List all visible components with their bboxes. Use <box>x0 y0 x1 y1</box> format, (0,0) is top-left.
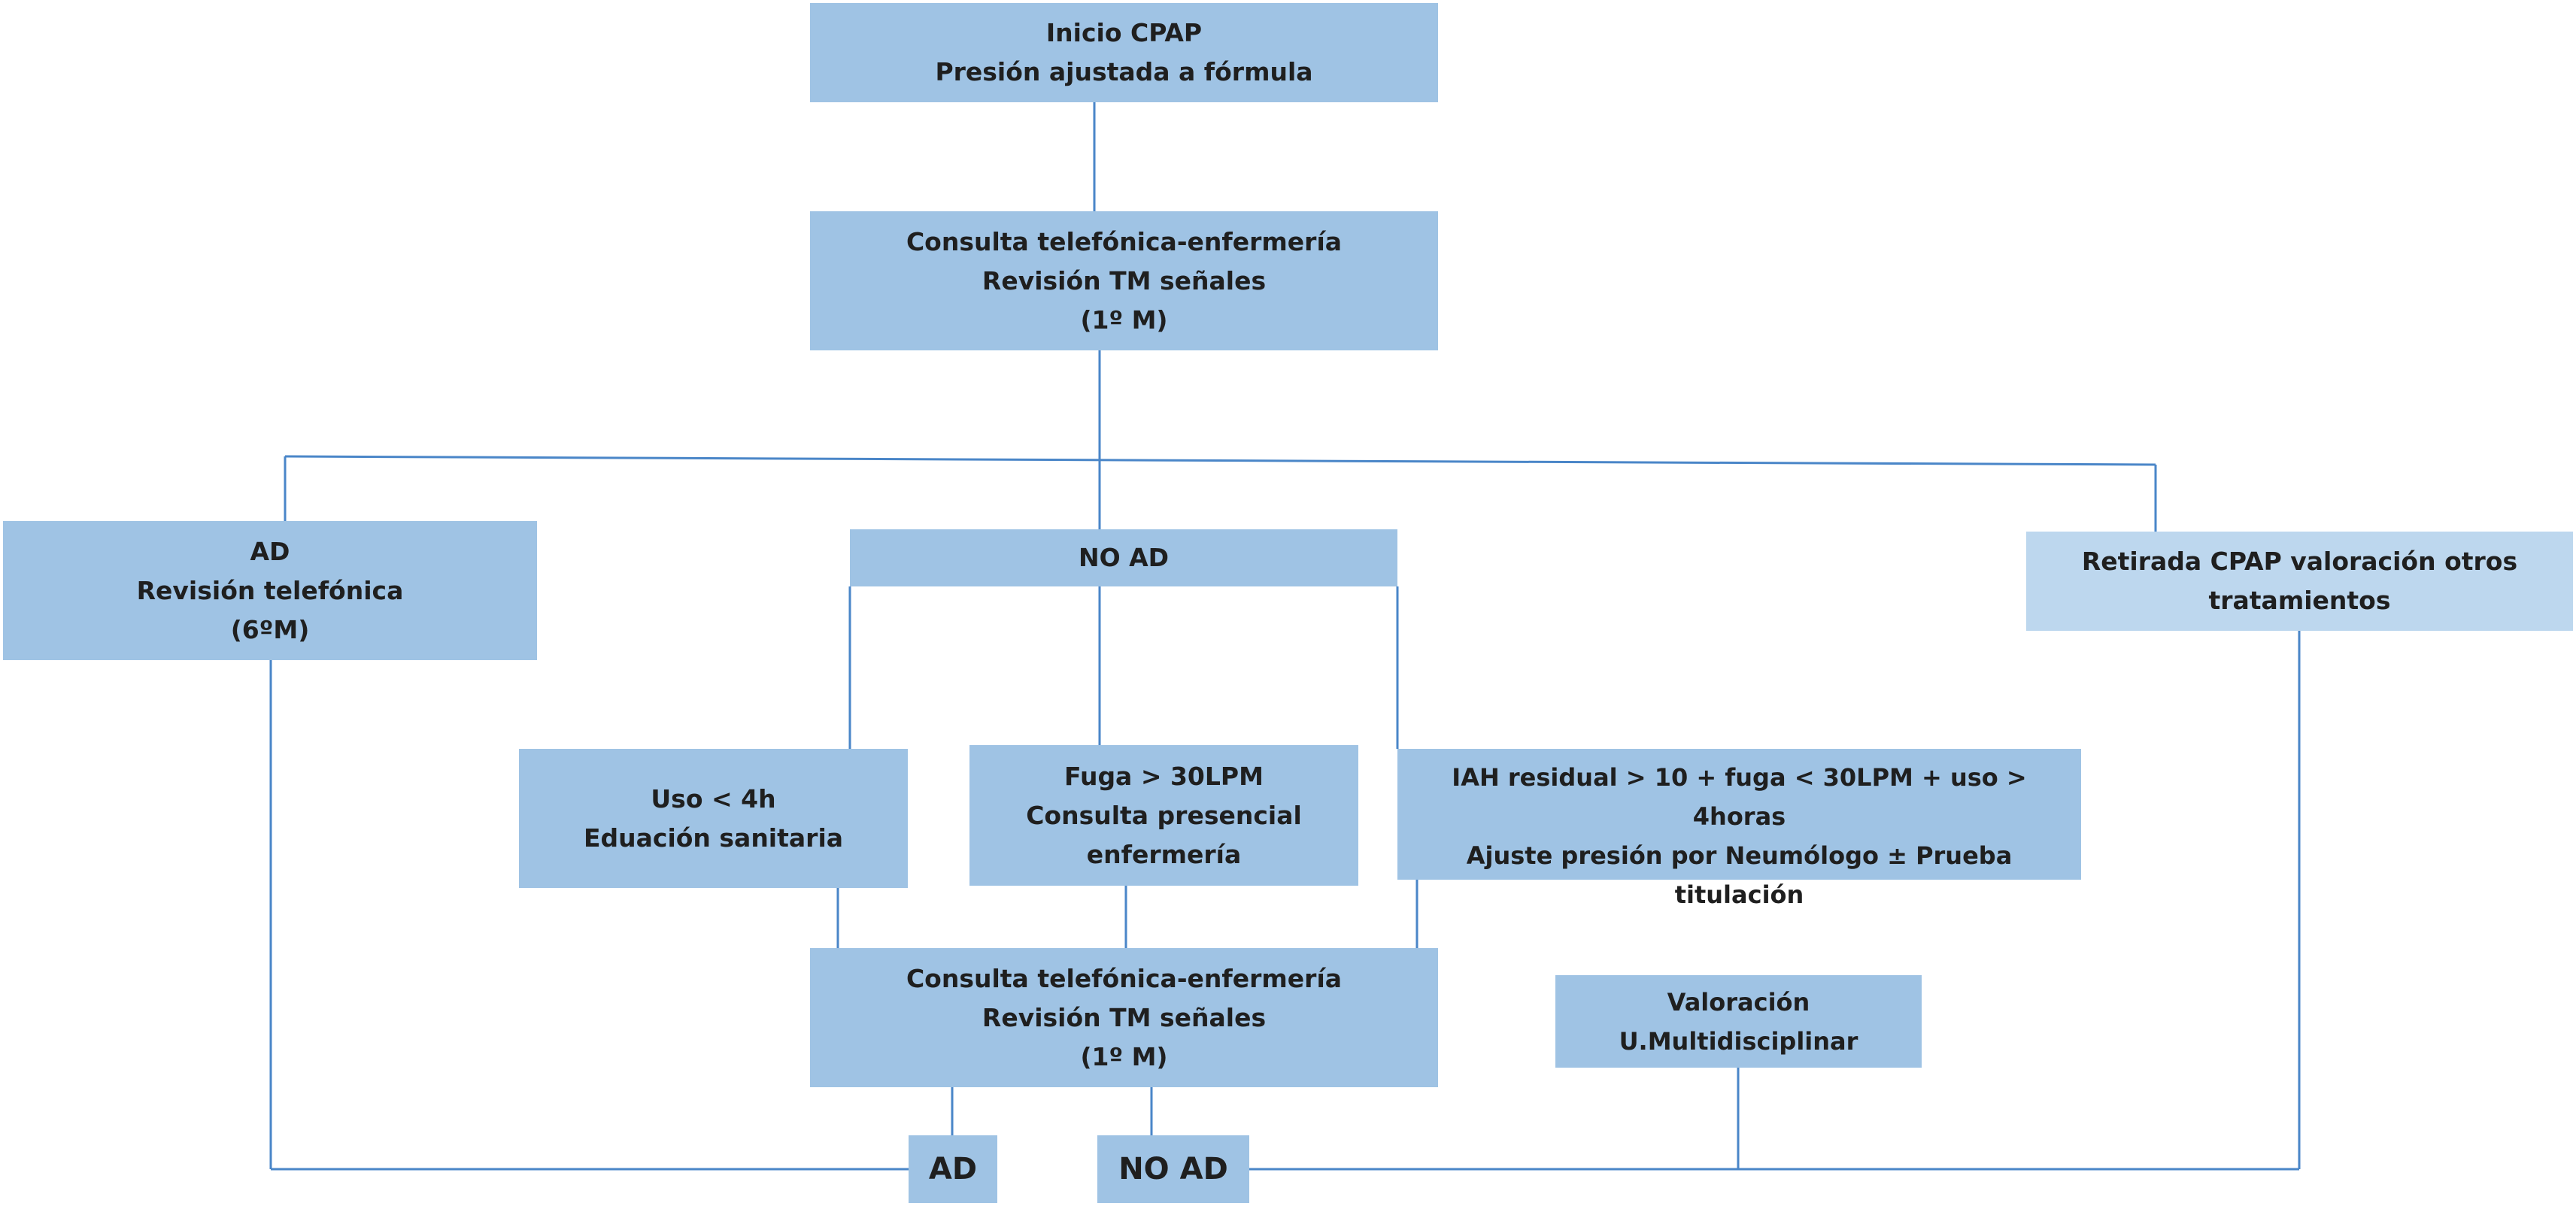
phone-consult-2-text: Consulta telefónica-enfermería Revisión … <box>906 963 1343 1071</box>
phone-consult-1-text: Consulta telefónica-enfermería Revisión … <box>906 226 1343 335</box>
no-ad-final-text: NO AD <box>1118 1152 1228 1186</box>
no-ad-final-node: NO AD <box>1097 1135 1249 1203</box>
start-node: Inicio CPAP Presión ajustada a fórmula <box>810 3 1438 102</box>
ad-final-node: AD <box>909 1135 997 1203</box>
ad-review-node: AD Revisión telefónica (6ºM) <box>3 521 537 660</box>
withdraw-cpap-node: Retirada CPAP valoración otros tratamien… <box>2026 532 2573 631</box>
phone-consult-node-1: Consulta telefónica-enfermería Revisión … <box>810 211 1438 350</box>
connector-branch-horizontal <box>284 455 2156 466</box>
ad-review-text: AD Revisión telefónica (6ºM) <box>136 536 404 644</box>
ad-final-text: AD <box>928 1152 978 1186</box>
use-lt4h-node: Uso < 4h Eduación sanitaria <box>519 749 908 888</box>
residual-iah-text: IAH residual > 10 + fuga < 30LPM + uso >… <box>1452 763 2027 909</box>
withdraw-cpap-text: Retirada CPAP valoración otros tratamien… <box>2081 547 2518 615</box>
use-lt4h-text: Uso < 4h Eduación sanitaria <box>583 783 844 853</box>
leak-node: Fuga > 30LPM Consulta presencial enferme… <box>969 745 1358 886</box>
phone-consult-node-2: Consulta telefónica-enfermería Revisión … <box>810 948 1438 1087</box>
no-ad-node: NO AD <box>850 529 1397 586</box>
multidisciplinary-text: Valoración U.Multidisciplinar <box>1619 987 1858 1056</box>
leak-text: Fuga > 30LPM Consulta presencial enferme… <box>1026 761 1302 869</box>
residual-iah-node: IAH residual > 10 + fuga < 30LPM + uso >… <box>1397 749 2081 909</box>
no-ad-text: NO AD <box>1078 543 1170 572</box>
start-node-text: Inicio CPAP Presión ajustada a fórmula <box>935 18 1313 86</box>
multidisciplinary-node: Valoración U.Multidisciplinar <box>1555 975 1922 1068</box>
